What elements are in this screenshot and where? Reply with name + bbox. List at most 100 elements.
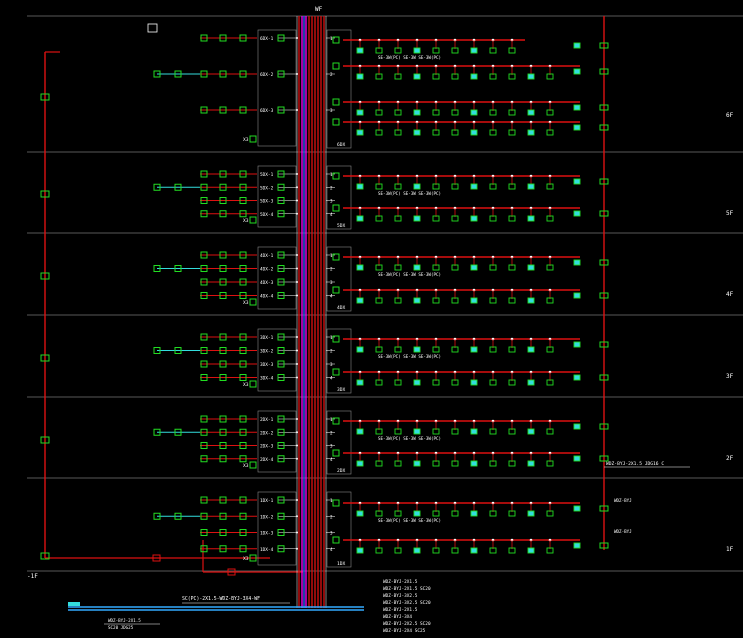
floor-label-4f: 4F [726,291,734,298]
legend-line-5: WDZ-BYJ-2X1.5 [383,607,418,613]
circuit-label: SE-3W(PC) SE-3W SE-3W(PC) [378,518,441,523]
bottom-mid-label: SC(PC)-2X1.5-WDZ-BYJ-3X4-WF [182,596,260,602]
circuit-label: SE-3W(PC) SE-3W SE-3W(PC) [378,55,441,60]
circuit-label: SE-3W(PC) SE-3W SE-3W(PC) [378,436,441,441]
legend-line-8: WDZ-BYJ-2X4 SC25 [383,628,426,634]
svg-text:2: 2 [330,349,333,354]
box-label: 2DX-3 [260,444,274,450]
svg-text:1: 1 [330,498,333,503]
x3-label: X3 [243,137,249,143]
svg-text:4: 4 [330,547,333,552]
bottom-left-label-b: SC20 JDG25 [108,625,134,630]
svg-text:4: 4 [330,376,333,381]
box-label: 3DX-4 [260,376,274,382]
legend-line-4: WDZ-BYJ-3X2.5 SC20 [383,600,431,606]
svg-text:2: 2 [330,185,333,190]
svg-text:2: 2 [330,514,333,519]
box-label: 5DX-1 [260,172,274,178]
box-label: 1DX-1 [260,498,274,504]
svg-text:3: 3 [330,199,333,204]
legend-line-1: WDZ-BYJ-2X1.5 [383,579,418,585]
svg-text:2: 2 [330,72,333,77]
x3-label: X3 [243,218,249,224]
svg-text:1: 1 [330,417,333,422]
svg-text:3: 3 [330,280,333,285]
cabinet-label: 2DX [337,468,346,474]
floor-group-1f: 1DX X3 1DX-1 1 1DX-2 2 1DX-3 3 1DX-4 4 SE-3W(PC) S… [153,491,609,568]
right-note-1f-b: WDZ-BYJ [614,529,632,534]
floor-group-3f: 3DX X3 3DX-1 1 3DX-2 2 3DX-3 3 3DX-4 4 SE-3W(PC) S… [153,328,609,394]
floor-label-basement: -1F [27,573,38,580]
floor-label-5f: 5F [726,210,734,217]
svg-text:2: 2 [330,267,333,272]
floor-group-4f: 4DX X3 4DX-1 1 4DX-2 2 4DX-3 3 4DX-4 4 SE-3W(PC) S… [153,246,609,312]
box-label: 3DX-2 [260,349,274,355]
box-label: 1DX-3 [260,531,274,537]
svg-text:1: 1 [330,253,333,258]
box-label: 4DX-4 [260,294,274,300]
svg-text:1: 1 [330,36,333,41]
box-label: 2DX-1 [260,417,274,423]
box-label: 6DX-3 [260,108,274,114]
cabinet-label: 3DX [337,387,346,393]
corner-mark [147,23,158,33]
cabinet-label: 6DX [337,142,346,148]
legend: WDZ-BYJ-2X1.5 WDZ-BYJ-2X1.5 SC20 WDZ-BYJ… [383,579,431,634]
cabinet-label: 1DX [337,561,346,567]
svg-text:1: 1 [330,172,333,177]
x3-label: X3 [243,463,249,469]
top-label: WF [315,6,323,13]
svg-text:3: 3 [330,531,333,536]
floor-group-6f: 6DX X3 6DX-1 1 6DX-2 2 6DX-3 3 SE-3W(PC) SE-3W S… [153,29,609,149]
cabinet-label: 4DX [337,305,346,311]
cabinet-label: 5DX [337,223,346,229]
bottom-left-label-a: WDZ-BYJ-2X1.5 [108,618,141,623]
floor-group-5f: 5DX X3 5DX-1 1 5DX-2 2 5DX-3 3 5DX-4 4 SE-3W(PC) S… [153,165,609,230]
box-label: 1DX-4 [260,547,274,553]
legend-line-3: WDZ-BYJ-3X2.5 [383,593,418,599]
box-label: 6DX-2 [260,72,274,78]
x3-label: X3 [243,556,249,562]
floor-label-3f: 3F [726,373,734,380]
x3-label: X3 [243,300,249,306]
box-label: 4DX-3 [260,280,274,286]
circuit-label: SE-3W(PC) SE-3W SE-3W(PC) [378,272,441,277]
svg-text:4: 4 [330,457,333,462]
box-label: 1DX-2 [260,514,274,520]
central-riser-bundle [296,16,327,608]
box-label: 5DX-3 [260,199,274,205]
box-label: 4DX-2 [260,267,274,273]
svg-text:3: 3 [330,108,333,113]
bottom-incoming [68,602,364,625]
svg-text:2: 2 [330,430,333,435]
floor-label-2f: 2F [726,455,734,462]
box-label: 5DX-4 [260,212,274,218]
legend-line-2: WDZ-BYJ-2X1.5 SC20 [383,586,431,592]
svg-text:3: 3 [330,362,333,367]
svg-text:4: 4 [330,294,333,299]
box-label: 3DX-1 [260,335,274,341]
box-label: 4DX-1 [260,253,274,259]
box-label: 5DX-2 [260,185,274,191]
circuit-label: SE-3W(PC) SE-3W SE-3W(PC) [378,354,441,359]
legend-line-7: WDZ-BYJ-2X2.5 SC20 [383,621,431,627]
box-label: 6DX-1 [260,36,274,42]
floor-label-1f: 1F [726,546,734,553]
svg-text:3: 3 [330,444,333,449]
floor-divider-lines [27,15,743,572]
box-label: 2DX-2 [260,430,274,436]
right-note-1f-a: WDZ-BYJ [614,498,632,503]
right-note-2f: WDZ-BYJ-2X1.5 JDG16 C [606,461,664,467]
x3-label: X3 [243,382,249,388]
svg-text:4: 4 [330,212,333,217]
legend-line-6: WDZ-BYJ-3X4 [383,614,412,620]
box-label: 3DX-3 [260,362,274,368]
svg-text:1: 1 [330,335,333,340]
circuit-label: SE-3W(PC) SE-3W SE-3W(PC) [378,191,441,196]
floor-label-6f: 6F [726,112,734,119]
floor-labels: 6F 5F 4F 3F 2F 1F -1F [27,112,734,580]
